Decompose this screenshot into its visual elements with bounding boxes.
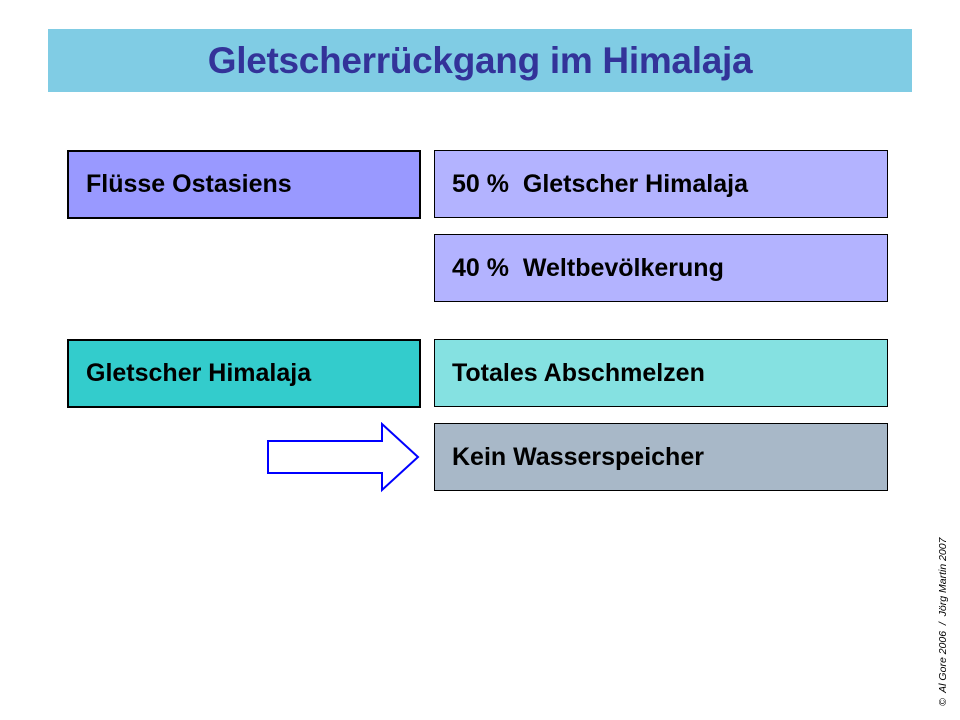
slide-title: Gletscherrückgang im Himalaja xyxy=(207,39,753,81)
box-kein-wasserspeicher: Kein Wasserspeicher xyxy=(434,423,888,491)
title-bar: Gletscherrückgang im Himalaja xyxy=(48,29,912,92)
box-40-percent-weltbevoelkerung: 40 % Weltbevölkerung xyxy=(434,234,888,302)
box-50-percent-gletscher: 50 % Gletscher Himalaja xyxy=(434,150,888,218)
box-fluesse-ostasiens: Flüsse Ostasiens xyxy=(67,150,421,219)
box-label: 50 % Gletscher Himalaja xyxy=(452,169,748,198)
right-arrow-icon xyxy=(267,422,420,493)
box-label: Kein Wasserspeicher xyxy=(452,442,704,471)
box-label: Totales Abschmelzen xyxy=(452,358,705,387)
box-label: 40 % Weltbevölkerung xyxy=(452,253,724,282)
copyright-credit: © Al Gore 2006 / Jörg Martin 2007 xyxy=(937,537,949,706)
box-totales-abschmelzen: Totales Abschmelzen xyxy=(434,339,888,407)
box-label: Gletscher Himalaja xyxy=(86,359,312,387)
box-gletscher-himalaja: Gletscher Himalaja xyxy=(67,339,421,408)
box-label: Flüsse Ostasiens xyxy=(86,170,292,198)
